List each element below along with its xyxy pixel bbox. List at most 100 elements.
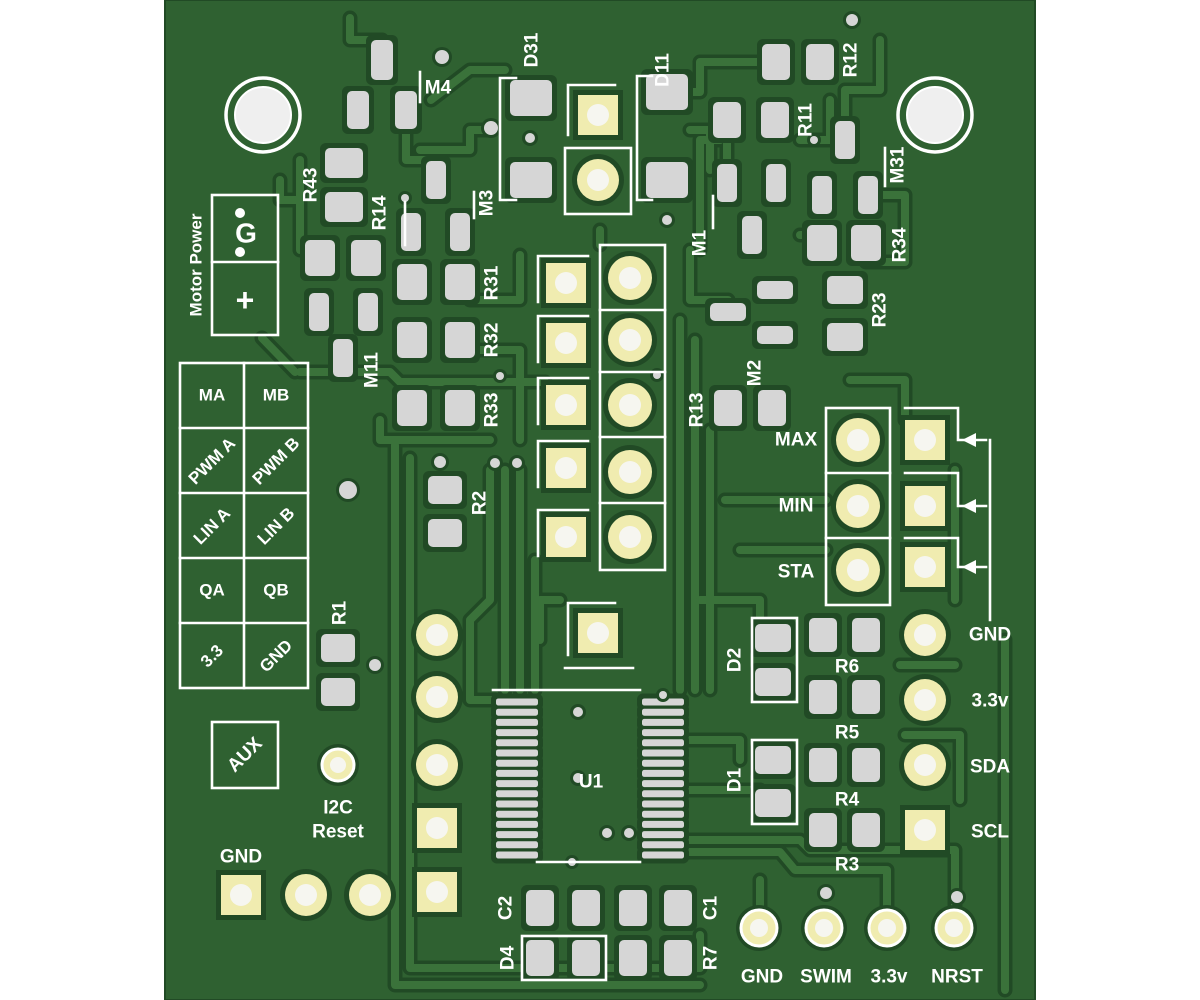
smd-pad [642,780,684,788]
smd-pad [496,810,538,818]
smd-pad [766,164,786,202]
via [525,133,535,143]
copper-trace [841,36,884,124]
smd-pad [642,820,684,828]
smd-pad [757,281,793,299]
smd-pad [496,800,538,808]
label-r5: R5 [835,723,860,744]
component-pads [216,35,977,981]
mounting-hole-left [234,86,292,144]
label-r2: R2 [470,491,491,515]
power-header-gnd-label: GND [220,847,262,868]
jumper-pin1-bracket [566,83,617,137]
smd-pad [619,890,647,926]
label-d1: D1 [725,767,746,792]
smd-pad [496,841,538,849]
smd-pad [397,390,427,426]
smd-pad [397,264,427,300]
via [951,891,963,903]
label-r13: R13 [687,393,708,428]
smd-pad [755,624,791,652]
smd-pad [642,831,684,839]
via [435,50,449,64]
test-pad-bracket [563,601,635,670]
smd-pad [858,176,878,214]
via [602,828,612,838]
copper-trace [466,251,524,304]
smd-pad [397,322,427,358]
smd-pad [642,759,684,767]
smd-pad [642,739,684,747]
smd-pad [496,708,538,716]
label-r23: R23 [870,293,891,328]
smd-pad [496,780,538,788]
drill-hole [359,884,381,906]
smd-pad [619,940,647,976]
smd-pad [496,739,538,747]
via [512,458,522,468]
drill-hole [750,919,768,937]
label-d2: D2 [725,648,746,672]
via [573,707,583,717]
d11-outline [635,74,654,202]
motor-power-pin2-dot [235,247,245,257]
smd-pad [496,820,538,828]
smd-pad [428,476,462,504]
drill-hole [426,881,448,903]
label-d4: D4 [498,945,519,970]
smd-pad [742,216,762,254]
copper-trace [686,58,780,96]
via [369,659,381,671]
via [810,136,818,144]
smd-pad [496,831,538,839]
smd-pad [646,162,688,198]
label-r34: R34 [890,227,911,262]
smd-pad [642,749,684,757]
smd-pad [755,746,791,774]
drill-hole [619,461,641,483]
smd-pad [496,769,538,777]
smd-pad [642,790,684,798]
arrow-sta [962,560,976,574]
label-r3: R3 [835,855,859,876]
smd-pad [496,729,538,737]
arrow-min [962,499,976,513]
label-r6: R6 [835,657,859,678]
smd-pad [426,161,446,199]
smd-pad [852,680,880,714]
smd-pad [827,323,863,351]
smd-pad [835,121,855,159]
jumper-pin2-outline [563,146,633,216]
via [490,458,500,468]
pin-table-qb: QB [263,581,289,600]
copper-trace [682,848,891,909]
arrow-max [962,433,976,447]
drill-hole [426,817,448,839]
label-c1: C1 [701,895,722,920]
drill-hole [330,757,346,773]
via [846,14,858,26]
label-r4: R4 [835,790,860,811]
drill-hole [295,884,317,906]
smd-pad [664,940,692,976]
smd-pad [827,276,863,304]
pcb-board-edge [164,0,1036,1000]
smd-pad [358,293,378,331]
label-u1: U1 [579,772,604,793]
smd-pad [755,789,791,817]
smd-pad [755,668,791,696]
smd-pad [496,718,538,726]
smd-pad [642,708,684,716]
smd-pad [757,326,793,344]
copper-trace [696,596,764,622]
pin-table-qa: QA [199,581,225,600]
smd-pad [642,800,684,808]
via [573,773,583,783]
smd-pad [496,749,538,757]
smd-pad [642,810,684,818]
limit-label-min: MIN [779,496,814,517]
drill-hole [847,495,869,517]
smd-pad [809,618,837,652]
d1-outline [750,738,799,826]
